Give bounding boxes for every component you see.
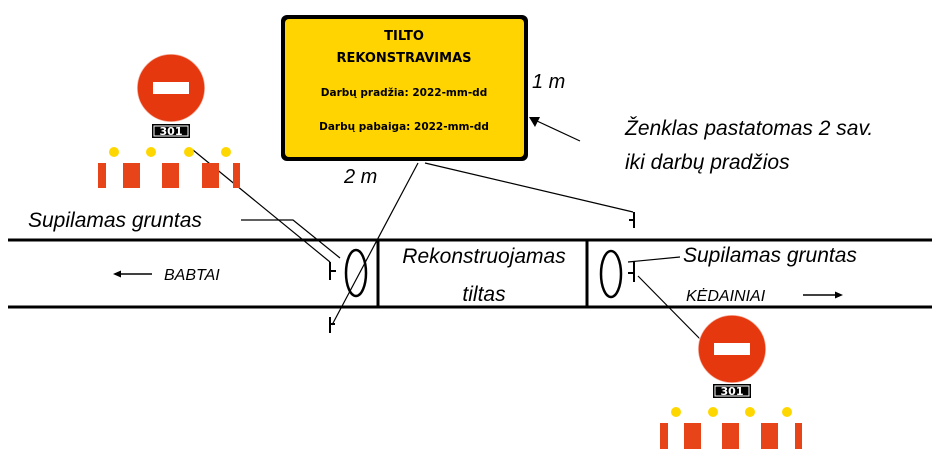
soil-mound-left (344, 248, 368, 298)
sign-post-right (628, 212, 635, 282)
sign-post-left (329, 262, 336, 333)
sign-plate-right (713, 384, 751, 398)
note-arrow-head (529, 117, 540, 127)
soil-label-right: Supilamas gruntas (683, 244, 857, 267)
soil-label-left: Supilamas gruntas (28, 209, 202, 232)
note-line2: iki darbų pradžios (625, 151, 790, 174)
barrier-left (98, 163, 240, 188)
bridge-label-line1: Rekonstruojamas (402, 245, 566, 268)
sign-plate-left (152, 124, 190, 138)
sign-plate-left-number: 301 (160, 125, 183, 138)
sign-title-line1: TILTO (384, 29, 424, 44)
direction-left-label: BABTAI (164, 267, 220, 284)
sign-end-date: Darbų pabaiga: 2022-mm-dd (319, 121, 489, 133)
leader-lines (192, 120, 704, 343)
barrier-lamps-right (671, 407, 792, 417)
sign-start-date: Darbų pradžia: 2022-mm-dd (321, 87, 487, 99)
info-sign (281, 15, 528, 161)
sign-title-line2: REKONSTRAVIMAS (337, 51, 472, 66)
barrier-right (660, 423, 802, 449)
direction-left (113, 270, 152, 278)
no-entry-sign-left (136, 53, 206, 123)
sign-plate-right-number: 301 (721, 385, 744, 398)
bridge-box (376, 240, 589, 307)
no-entry-sign-right (697, 314, 767, 384)
note-line1: Ženklas pastatomas 2 sav. (624, 117, 873, 140)
bridge-label-line2: tiltas (462, 283, 506, 306)
direction-right-label: KĖDAINIAI (686, 286, 766, 305)
label-1m: 1 m (532, 71, 565, 93)
direction-right (803, 291, 843, 299)
barrier-lamps-left (109, 147, 231, 157)
soil-mound-right (599, 249, 623, 299)
label-2m: 2 m (343, 166, 377, 188)
